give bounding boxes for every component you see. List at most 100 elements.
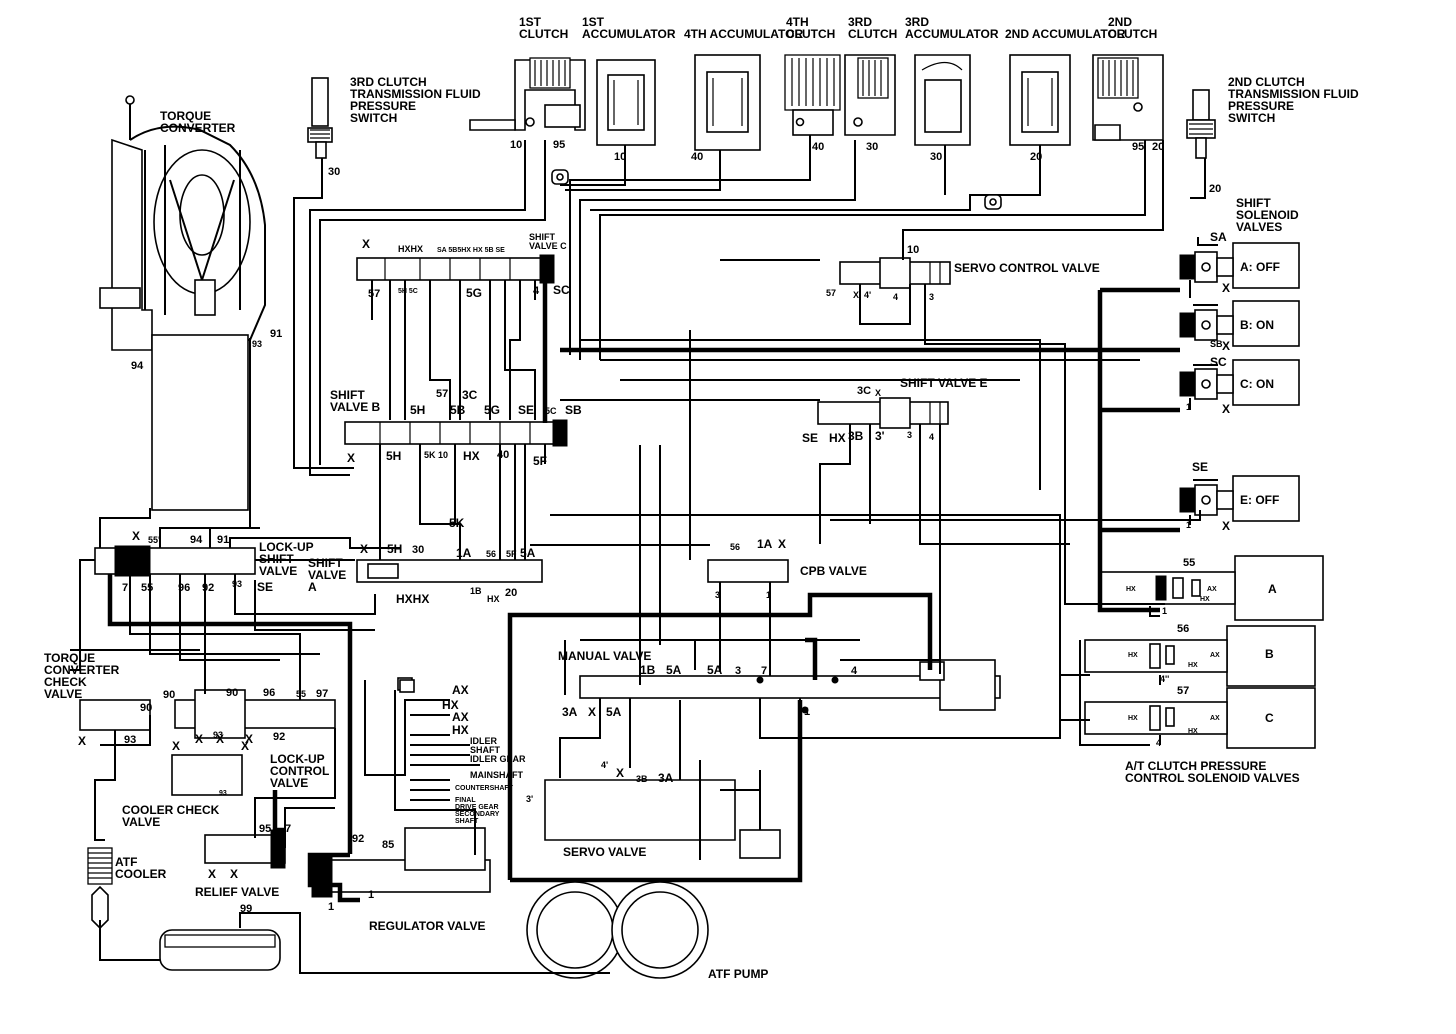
svg-text:5G: 5G	[466, 286, 482, 300]
label-solenoid-c-state: C: ON	[1240, 377, 1274, 391]
svg-text:4': 4'	[864, 290, 871, 300]
svg-text:85: 85	[382, 839, 394, 851]
label-fourth-accumulator: 4TH ACCUMULATOR	[684, 27, 803, 41]
svg-text:SB: SB	[565, 403, 582, 417]
label-line: VALVE B	[330, 400, 381, 414]
label-manual-valve: MANUAL VALVE	[558, 649, 651, 663]
third-clutch-pressure-switch	[307, 77, 333, 159]
valve-spools	[79, 254, 1001, 898]
fourth-accumulator	[694, 54, 761, 151]
label-line: CONVERTER	[160, 121, 236, 135]
svg-text:4': 4'	[601, 760, 608, 770]
label-line: CLUTCH	[786, 27, 835, 41]
svg-text:57: 57	[826, 288, 836, 298]
label-line: CLUTCH	[848, 27, 897, 41]
label-line: SWITCH	[350, 111, 397, 125]
solenoid-e	[1179, 475, 1300, 522]
label-shift-valve-b: SHIFT VALVE B	[330, 388, 381, 414]
svg-text:30: 30	[866, 141, 878, 153]
ball-check-valves	[399, 169, 1002, 714]
svg-text:X: X	[1222, 281, 1230, 295]
svg-text:HX: HX	[452, 723, 469, 737]
port-labels: 10 95 10 40 40 30 30 20 95 20 20 30 91 9…	[78, 139, 1230, 915]
component-labels: 1ST CLUTCH 1ST ACCUMULATOR 4TH ACCUMULAT…	[44, 15, 1359, 981]
svg-text:30: 30	[412, 544, 424, 556]
svg-text:HXHX: HXHX	[396, 592, 429, 606]
svg-text:3: 3	[929, 292, 934, 302]
svg-text:1: 1	[766, 590, 771, 600]
svg-text:HX: HX	[487, 594, 500, 604]
second-clutch	[1092, 54, 1164, 141]
svg-text:X: X	[78, 734, 86, 748]
label-cooler-check-valve: COOLER CHECK VALVE	[122, 803, 223, 829]
label-atf-pump: ATF PUMP	[708, 967, 768, 981]
label-line: SHIFT	[259, 552, 294, 566]
svg-text:HX: HX	[1128, 652, 1138, 659]
svg-text:40: 40	[812, 141, 824, 153]
svg-text:SA 5B5HX HX 5B SE: SA 5B5HX HX 5B SE	[437, 247, 505, 254]
label-line: CONTROL	[270, 764, 329, 778]
svg-text:92: 92	[202, 582, 214, 594]
svg-text:X: X	[172, 739, 180, 753]
first-clutch	[469, 57, 586, 131]
svg-text:5A: 5A	[666, 663, 682, 677]
svg-text:SE: SE	[518, 403, 534, 417]
svg-text:HX: HX	[1188, 728, 1198, 735]
top-clutch-accumulator-row	[469, 54, 1164, 151]
third-clutch	[844, 54, 896, 136]
label-second-clutch: 2ND CLUTCH	[1108, 15, 1157, 41]
label-solenoid-b-state: B: ON	[1240, 318, 1274, 332]
svg-text:4: 4	[1156, 738, 1161, 748]
svg-text:1: 1	[1186, 520, 1191, 530]
label-secondary-shaft: SECONDARY SHAFT	[455, 811, 501, 825]
label-line: SOLENOID	[1236, 208, 1299, 222]
svg-text:20: 20	[505, 587, 517, 599]
hydraulic-lines	[70, 135, 1218, 974]
svg-text:1: 1	[1162, 606, 1167, 616]
svg-text:AX: AX	[1210, 652, 1220, 659]
svg-text:91: 91	[217, 534, 229, 546]
svg-text:55: 55	[296, 689, 306, 699]
label-line: VALVE C	[529, 241, 567, 251]
svg-text:92: 92	[273, 731, 285, 743]
third-accumulator	[914, 54, 971, 146]
svg-text:HX: HX	[1200, 596, 1210, 603]
svg-text:30: 30	[930, 151, 942, 163]
svg-text:SA: SA	[1210, 230, 1227, 244]
label-shift-valve-e: SHIFT VALVE E	[900, 376, 988, 390]
svg-text:5H: 5H	[386, 449, 401, 463]
svg-text:X: X	[245, 732, 253, 746]
svg-text:99: 99	[240, 903, 252, 915]
svg-text:90: 90	[226, 687, 238, 699]
svg-text:1A: 1A	[757, 537, 773, 551]
svg-text:5H 5C: 5H 5C	[398, 288, 418, 295]
svg-text:55': 55'	[148, 535, 160, 545]
svg-text:3: 3	[715, 590, 720, 600]
label-line: ACCUMULATOR	[905, 27, 999, 41]
svg-text:3B: 3B	[636, 774, 648, 784]
svg-text:X: X	[778, 537, 786, 551]
svg-text:93: 93	[219, 790, 227, 797]
label-line: TRANSMISSION FLUID	[1228, 87, 1359, 101]
atf-cooler	[87, 847, 113, 930]
label-final-drive-gear: FINAL DRIVE GEAR	[455, 797, 499, 811]
label-servo-control-valve: SERVO CONTROL VALVE	[954, 261, 1100, 275]
main-pressure-lines	[107, 283, 1180, 903]
svg-text:1: 1	[368, 889, 374, 901]
label-clutch-pressure-control-solenoid-valves: A/T CLUTCH PRESSURE CONTROL SOLENOID VAL…	[1125, 759, 1300, 785]
label-idler-shaft: IDLER SHAFT	[470, 736, 500, 755]
shift-solenoid-valves	[1179, 242, 1300, 522]
svg-text:X: X	[208, 867, 216, 881]
label-pressure-solenoid-b: B	[1265, 647, 1274, 661]
svg-text:HX: HX	[1126, 586, 1136, 593]
svg-text:X: X	[875, 388, 881, 398]
svg-text:X: X	[195, 732, 203, 746]
svg-text:3: 3	[735, 665, 741, 677]
svg-text:3C: 3C	[462, 388, 478, 402]
solenoid-c	[1179, 359, 1300, 406]
svg-text:5F: 5F	[533, 454, 547, 468]
svg-text:HX: HX	[463, 449, 480, 463]
